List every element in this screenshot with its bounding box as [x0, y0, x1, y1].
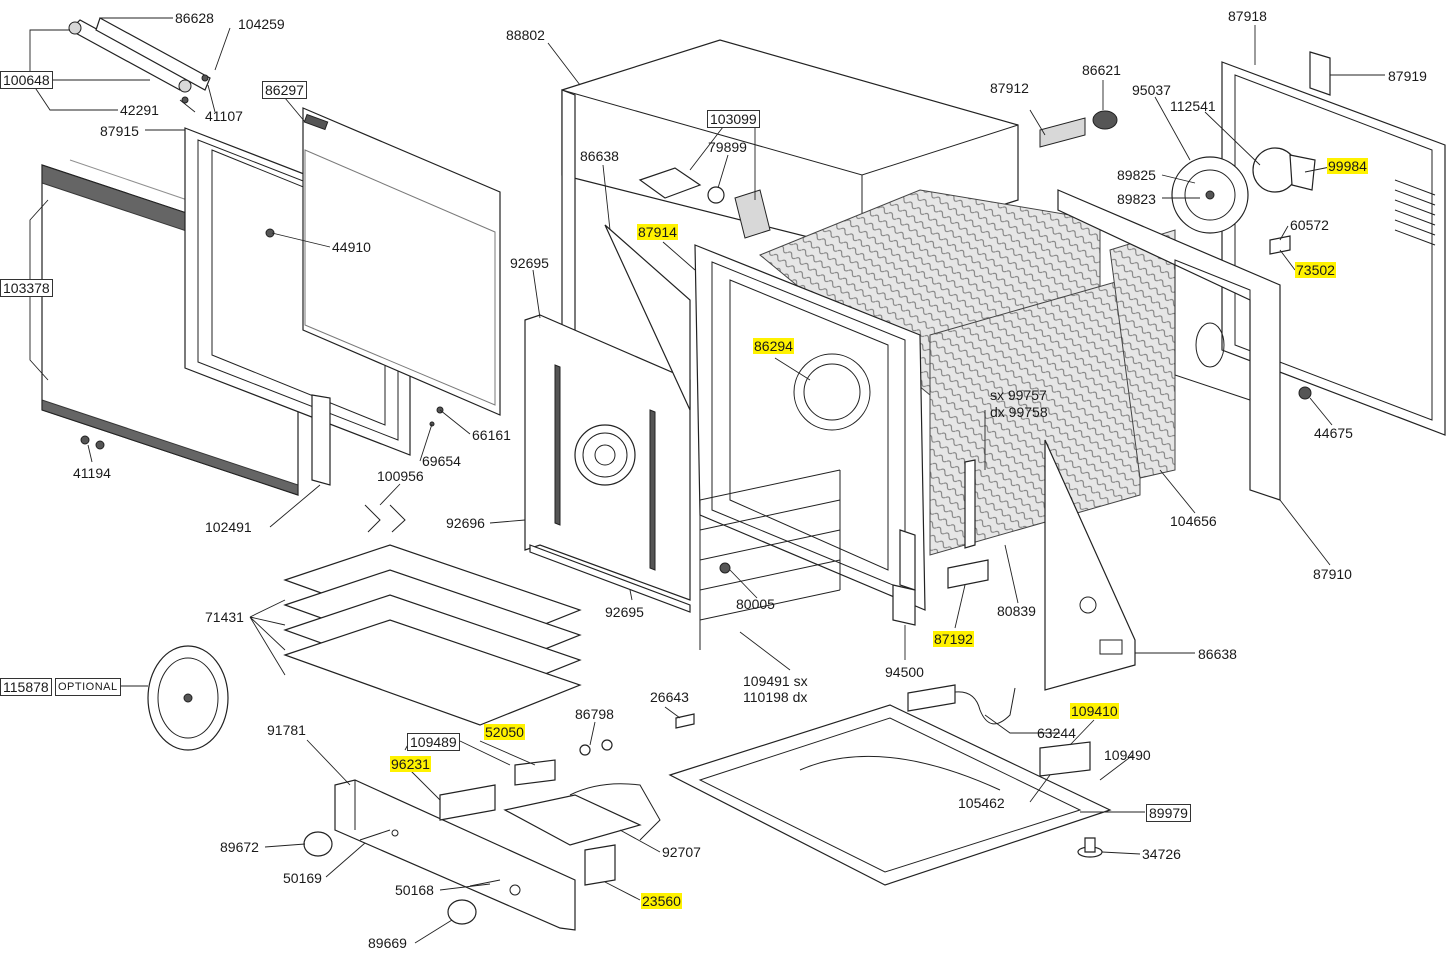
part-label-boxed: 109489 — [407, 733, 460, 751]
part-label: 66161 — [472, 427, 511, 443]
part-label: 105462 — [958, 795, 1005, 811]
part-label-boxed: 100648 — [0, 71, 53, 89]
base-components — [907, 684, 1103, 858]
part-label-highlighted: 96231 — [390, 756, 431, 772]
rear-frame — [1057, 189, 1281, 501]
part-label: 50168 — [395, 882, 434, 898]
side-plate-86638 — [1044, 439, 1136, 691]
part-label: sx 99757 — [990, 387, 1047, 403]
control-panel-strip — [334, 779, 576, 931]
part-label-highlighted: 23560 — [641, 893, 682, 909]
part-label: 69654 — [422, 453, 461, 469]
part-label: 92695 — [605, 604, 644, 620]
part-label: 86798 — [575, 706, 614, 722]
part-label-boxed: 115878 — [0, 678, 52, 696]
part-label: 87918 — [1228, 8, 1267, 24]
part-label: 88802 — [506, 27, 545, 43]
part-label: 86621 — [1082, 62, 1121, 78]
part-label-highlighted: 87192 — [933, 631, 974, 647]
part-label-boxed: 103099 — [707, 110, 760, 128]
part-label: dx 99758 — [990, 404, 1048, 420]
knobs — [303, 829, 501, 925]
insulation-wrap — [759, 189, 1176, 556]
part-label: 112541 — [1170, 98, 1216, 114]
electronics — [439, 713, 695, 886]
part-label: 89669 — [368, 935, 407, 951]
part-label: 95037 — [1132, 82, 1171, 98]
part-label-boxed: 86297 — [262, 81, 307, 99]
part-label: 80005 — [736, 596, 775, 612]
part-label-boxed: 103378 — [0, 279, 53, 297]
side-panel-86638 — [604, 224, 691, 411]
part-label: 87910 — [1313, 566, 1352, 582]
leader-lines — [29, 17, 1385, 944]
top-vent-parts — [638, 167, 771, 239]
part-label: 87919 — [1388, 68, 1427, 84]
part-label: 102491 — [205, 519, 252, 535]
part-label: 26643 — [650, 689, 689, 705]
part-label: 50169 — [283, 870, 322, 886]
part-label: 109491 sx — [743, 673, 808, 689]
part-label-highlighted: 73502 — [1295, 262, 1336, 278]
part-label: 89672 — [220, 839, 259, 855]
fan-motor — [1252, 147, 1316, 193]
part-label: 86628 — [175, 10, 214, 26]
part-label: 71431 — [205, 609, 244, 625]
part-label: 63244 — [1037, 725, 1076, 741]
door-hinge-rod — [68, 17, 211, 104]
part-label: 87915 — [100, 123, 139, 139]
part-label: 86638 — [1198, 646, 1237, 662]
part-label: 110198 dx — [743, 689, 808, 705]
part-label-highlighted: 86294 — [753, 338, 794, 354]
part-label: 91781 — [267, 722, 306, 738]
part-label: 100956 — [377, 468, 424, 484]
part-label: 86638 — [580, 148, 619, 164]
part-label: 79899 — [708, 139, 747, 155]
part-label: 87912 — [990, 80, 1029, 96]
part-label: 41107 — [205, 108, 243, 124]
part-label: 89823 — [1117, 191, 1156, 207]
part-label-highlighted: 109410 — [1070, 703, 1119, 719]
side-bracket — [892, 459, 989, 626]
part-label: 104259 — [238, 16, 285, 32]
part-label-highlighted: 52050 — [484, 724, 525, 740]
optional-pizza-stone — [147, 645, 229, 751]
part-label: 44675 — [1314, 425, 1353, 441]
part-label: 92696 — [446, 515, 485, 531]
shelf-rack — [699, 469, 841, 650]
part-label-highlighted: 99984 — [1327, 158, 1368, 174]
base-plate — [668, 704, 1112, 886]
part-label: 104656 — [1170, 513, 1217, 529]
part-label: 92695 — [510, 255, 549, 271]
part-label: 42291 — [120, 102, 159, 118]
fan-wheel — [1171, 156, 1249, 234]
part-label-boxed: 89979 — [1146, 804, 1191, 822]
part-label: 44910 — [332, 239, 371, 255]
part-label: 89825 — [1117, 167, 1156, 183]
small-parts-right — [1039, 51, 1331, 400]
rear-fan-cover — [524, 314, 691, 613]
oven-trays — [283, 544, 582, 726]
part-label: 41194 — [73, 465, 111, 481]
part-label-highlighted: 87914 — [637, 224, 678, 240]
optional-label: OPTIONAL — [55, 678, 121, 696]
door-inner-glass — [302, 107, 501, 416]
part-label: 60572 — [1290, 217, 1329, 233]
part-label: 109490 — [1104, 747, 1151, 763]
part-label: 92707 — [662, 844, 701, 860]
part-label: 80839 — [997, 603, 1036, 619]
part-label: 94500 — [885, 664, 924, 680]
part-label: 34726 — [1142, 846, 1181, 862]
